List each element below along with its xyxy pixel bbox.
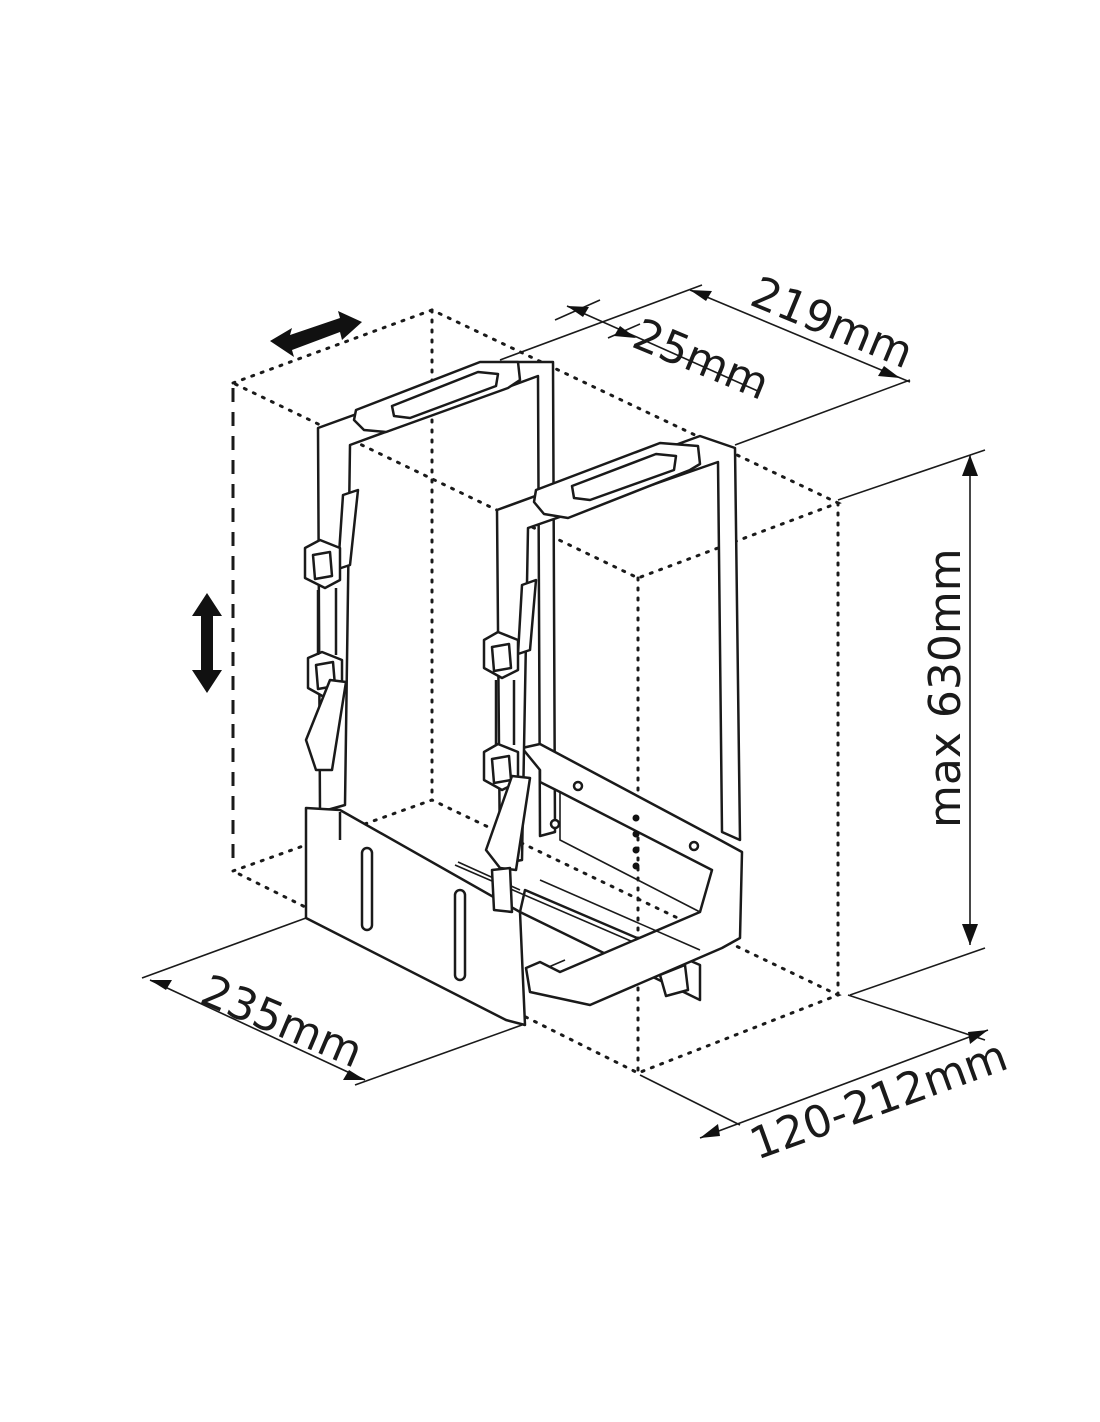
strap-width-dimension-label: 25mm xyxy=(626,309,776,410)
depth-dimension xyxy=(499,284,911,446)
range-dimension-label: 120-212mm xyxy=(743,1030,1014,1170)
height-dimension xyxy=(837,449,986,996)
width-dimension xyxy=(141,917,523,1086)
strap-width-dimension xyxy=(554,299,761,393)
width-dimension-label: 235mm xyxy=(194,965,370,1078)
double-arrow-vertical-icon xyxy=(192,593,222,693)
double-arrow-horizontal-icon xyxy=(270,311,362,357)
front-frame xyxy=(482,434,742,914)
range-dimension xyxy=(639,994,989,1139)
back-frame xyxy=(303,360,557,838)
height-dimension-label: max 630mm xyxy=(920,548,971,828)
